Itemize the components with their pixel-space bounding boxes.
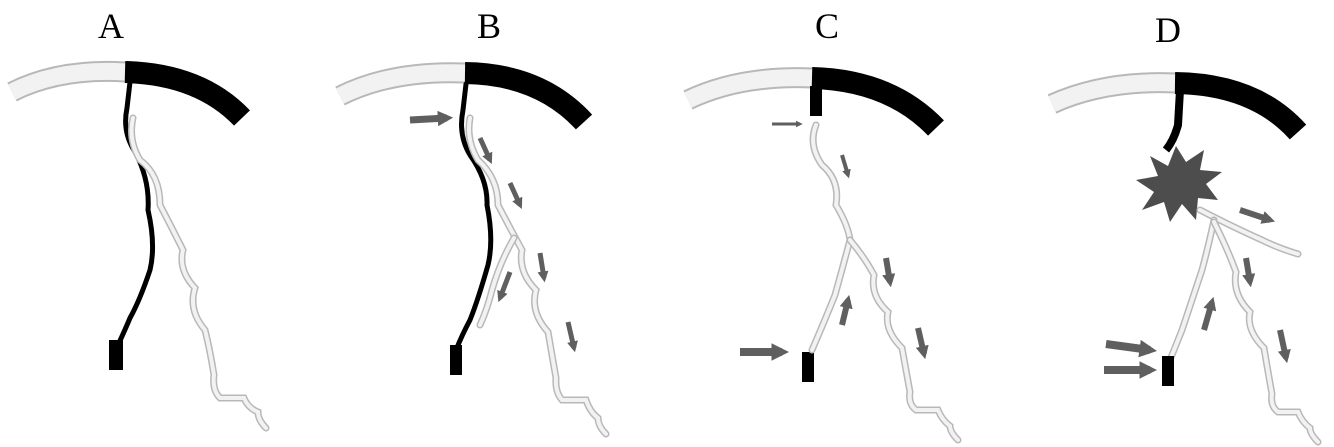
flow-arrow-icon xyxy=(886,258,890,282)
flow-arrow-icon xyxy=(510,183,520,205)
panel-a: A xyxy=(12,6,266,428)
panel-d-vessel-ostium xyxy=(1166,90,1180,150)
panel-a-aorta-dark xyxy=(125,72,242,118)
flow-arrow-icon xyxy=(918,328,924,354)
panel-b: B xyxy=(340,6,606,434)
burst-icon xyxy=(1136,146,1222,222)
panel-a-collateral-vessel xyxy=(132,118,266,428)
panel-d-vessel-stump xyxy=(1162,356,1174,386)
flow-arrow-icon xyxy=(568,322,574,348)
panel-d-aorta-dark xyxy=(1175,83,1298,132)
panel-c-aorta-dark xyxy=(812,78,936,128)
panel-b-collateral-outline xyxy=(469,118,606,434)
flow-arrow-icon xyxy=(1204,302,1212,330)
flow-arrow-icon xyxy=(1280,330,1286,358)
panel-b-collateral-vessel xyxy=(469,118,606,434)
flow-arrow-icon xyxy=(842,300,848,325)
panel-a-collateral-outline xyxy=(132,118,266,428)
flow-arrow-icon xyxy=(540,253,544,278)
flow-arrow-icon xyxy=(1246,258,1250,282)
panel-c-collateral-vessel xyxy=(850,240,958,440)
panel-c-vessel-stump xyxy=(802,352,814,382)
panel-c: C xyxy=(688,6,958,440)
flow-arrow-icon xyxy=(410,118,447,120)
panel-c-label: C xyxy=(815,6,839,46)
panel-d-label: D xyxy=(1155,10,1181,50)
panel-c-collateral-outline xyxy=(850,240,958,440)
panel-b-aorta-dark xyxy=(465,73,584,122)
panel-b-vessel-stump xyxy=(450,345,462,375)
flow-arrow-icon xyxy=(1106,344,1150,350)
panel-d: D xyxy=(1052,10,1318,442)
panel-d-collateral-vessel xyxy=(1214,222,1318,442)
panel-b-label: B xyxy=(477,6,501,46)
panel-c-vessel-ostium xyxy=(810,86,822,116)
panel-a-vessel-stump xyxy=(109,340,123,370)
flow-arrow-icon xyxy=(1240,210,1270,220)
panel-a-label: A xyxy=(98,6,124,46)
flow-arrow-icon xyxy=(500,272,510,298)
flow-arrow-icon xyxy=(842,155,848,175)
flow-arrow-icon xyxy=(480,138,490,160)
